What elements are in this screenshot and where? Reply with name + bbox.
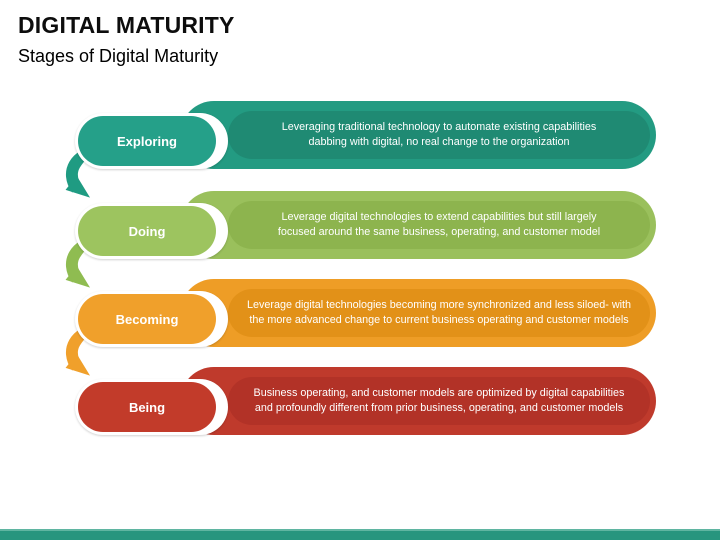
stage-label: Being (128, 399, 166, 415)
slide-title: DIGITAL MATURITY (18, 12, 235, 38)
stage-label: Becoming (115, 311, 179, 327)
stage-description-line: focused around the same business, operat… (277, 226, 601, 238)
stage-pill: Becoming (78, 294, 216, 344)
stage-label: Exploring (117, 133, 177, 149)
stage-row-doing: Leverage digital technologies to extend … (0, 191, 720, 263)
stage-description-box: Business operating, and customer models … (228, 377, 650, 425)
footer-accent-bar (0, 529, 720, 540)
stage-row-becoming: Leverage digital technologies becoming m… (0, 279, 720, 351)
stage-description-line: Leverage digital technologies to extend … (281, 211, 597, 223)
stage-description-line: Leverage digital technologies becoming m… (246, 299, 632, 311)
stage-description-line: Leveraging traditional technology to aut… (281, 121, 597, 133)
stage-description-box: Leveraging traditional technology to aut… (228, 111, 650, 159)
stage-row-being: Business operating, and customer models … (0, 367, 720, 439)
stage-description-line: the more advanced change to current busi… (249, 314, 629, 326)
stage-description-line: dabbing with digital, no real change to … (308, 136, 570, 148)
stage-description-line: and profoundly different from prior busi… (254, 402, 624, 414)
stage-description-box: Leverage digital technologies becoming m… (228, 289, 650, 337)
stage-pill: Being (78, 382, 216, 432)
stage-description-box: Leverage digital technologies to extend … (228, 201, 650, 249)
stage-row-exploring: Leveraging traditional technology to aut… (0, 101, 720, 173)
slide-subtitle: Stages of Digital Maturity (18, 46, 219, 66)
stage-pill: Exploring (78, 116, 216, 166)
stage-pill: Doing (78, 206, 216, 256)
stage-label: Doing (128, 223, 166, 239)
stage-description-line: Business operating, and customer models … (253, 387, 625, 399)
